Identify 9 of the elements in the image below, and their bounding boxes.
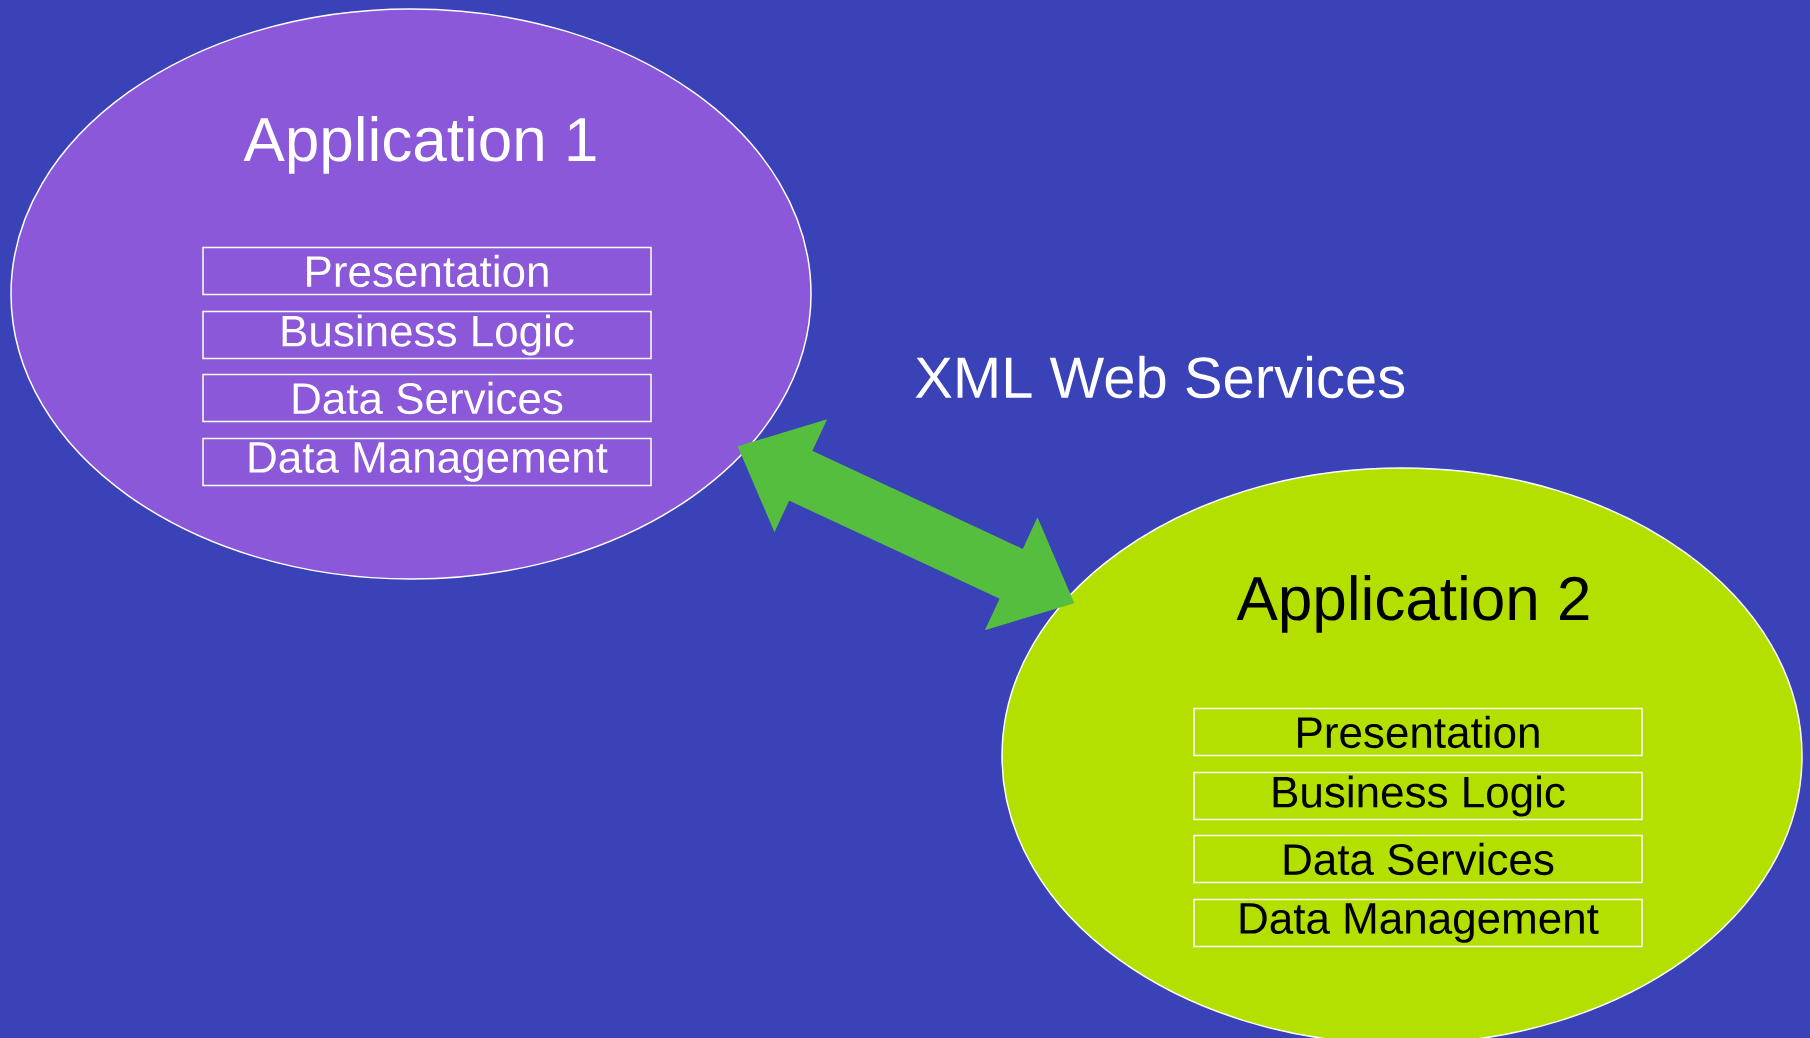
- layer-box: Data Services: [1193, 834, 1643, 884]
- layer-box: Presentation: [202, 246, 652, 296]
- layer-box: Data Services: [202, 373, 652, 423]
- layer-box: Business Logic: [202, 310, 652, 360]
- layer-box: Data Management: [202, 437, 652, 487]
- layer-box: Business Logic: [1193, 771, 1643, 821]
- layer-box: Presentation: [1193, 707, 1643, 757]
- edge-label: XML Web Services: [915, 355, 1405, 399]
- layer-box: Data Management: [1193, 898, 1643, 948]
